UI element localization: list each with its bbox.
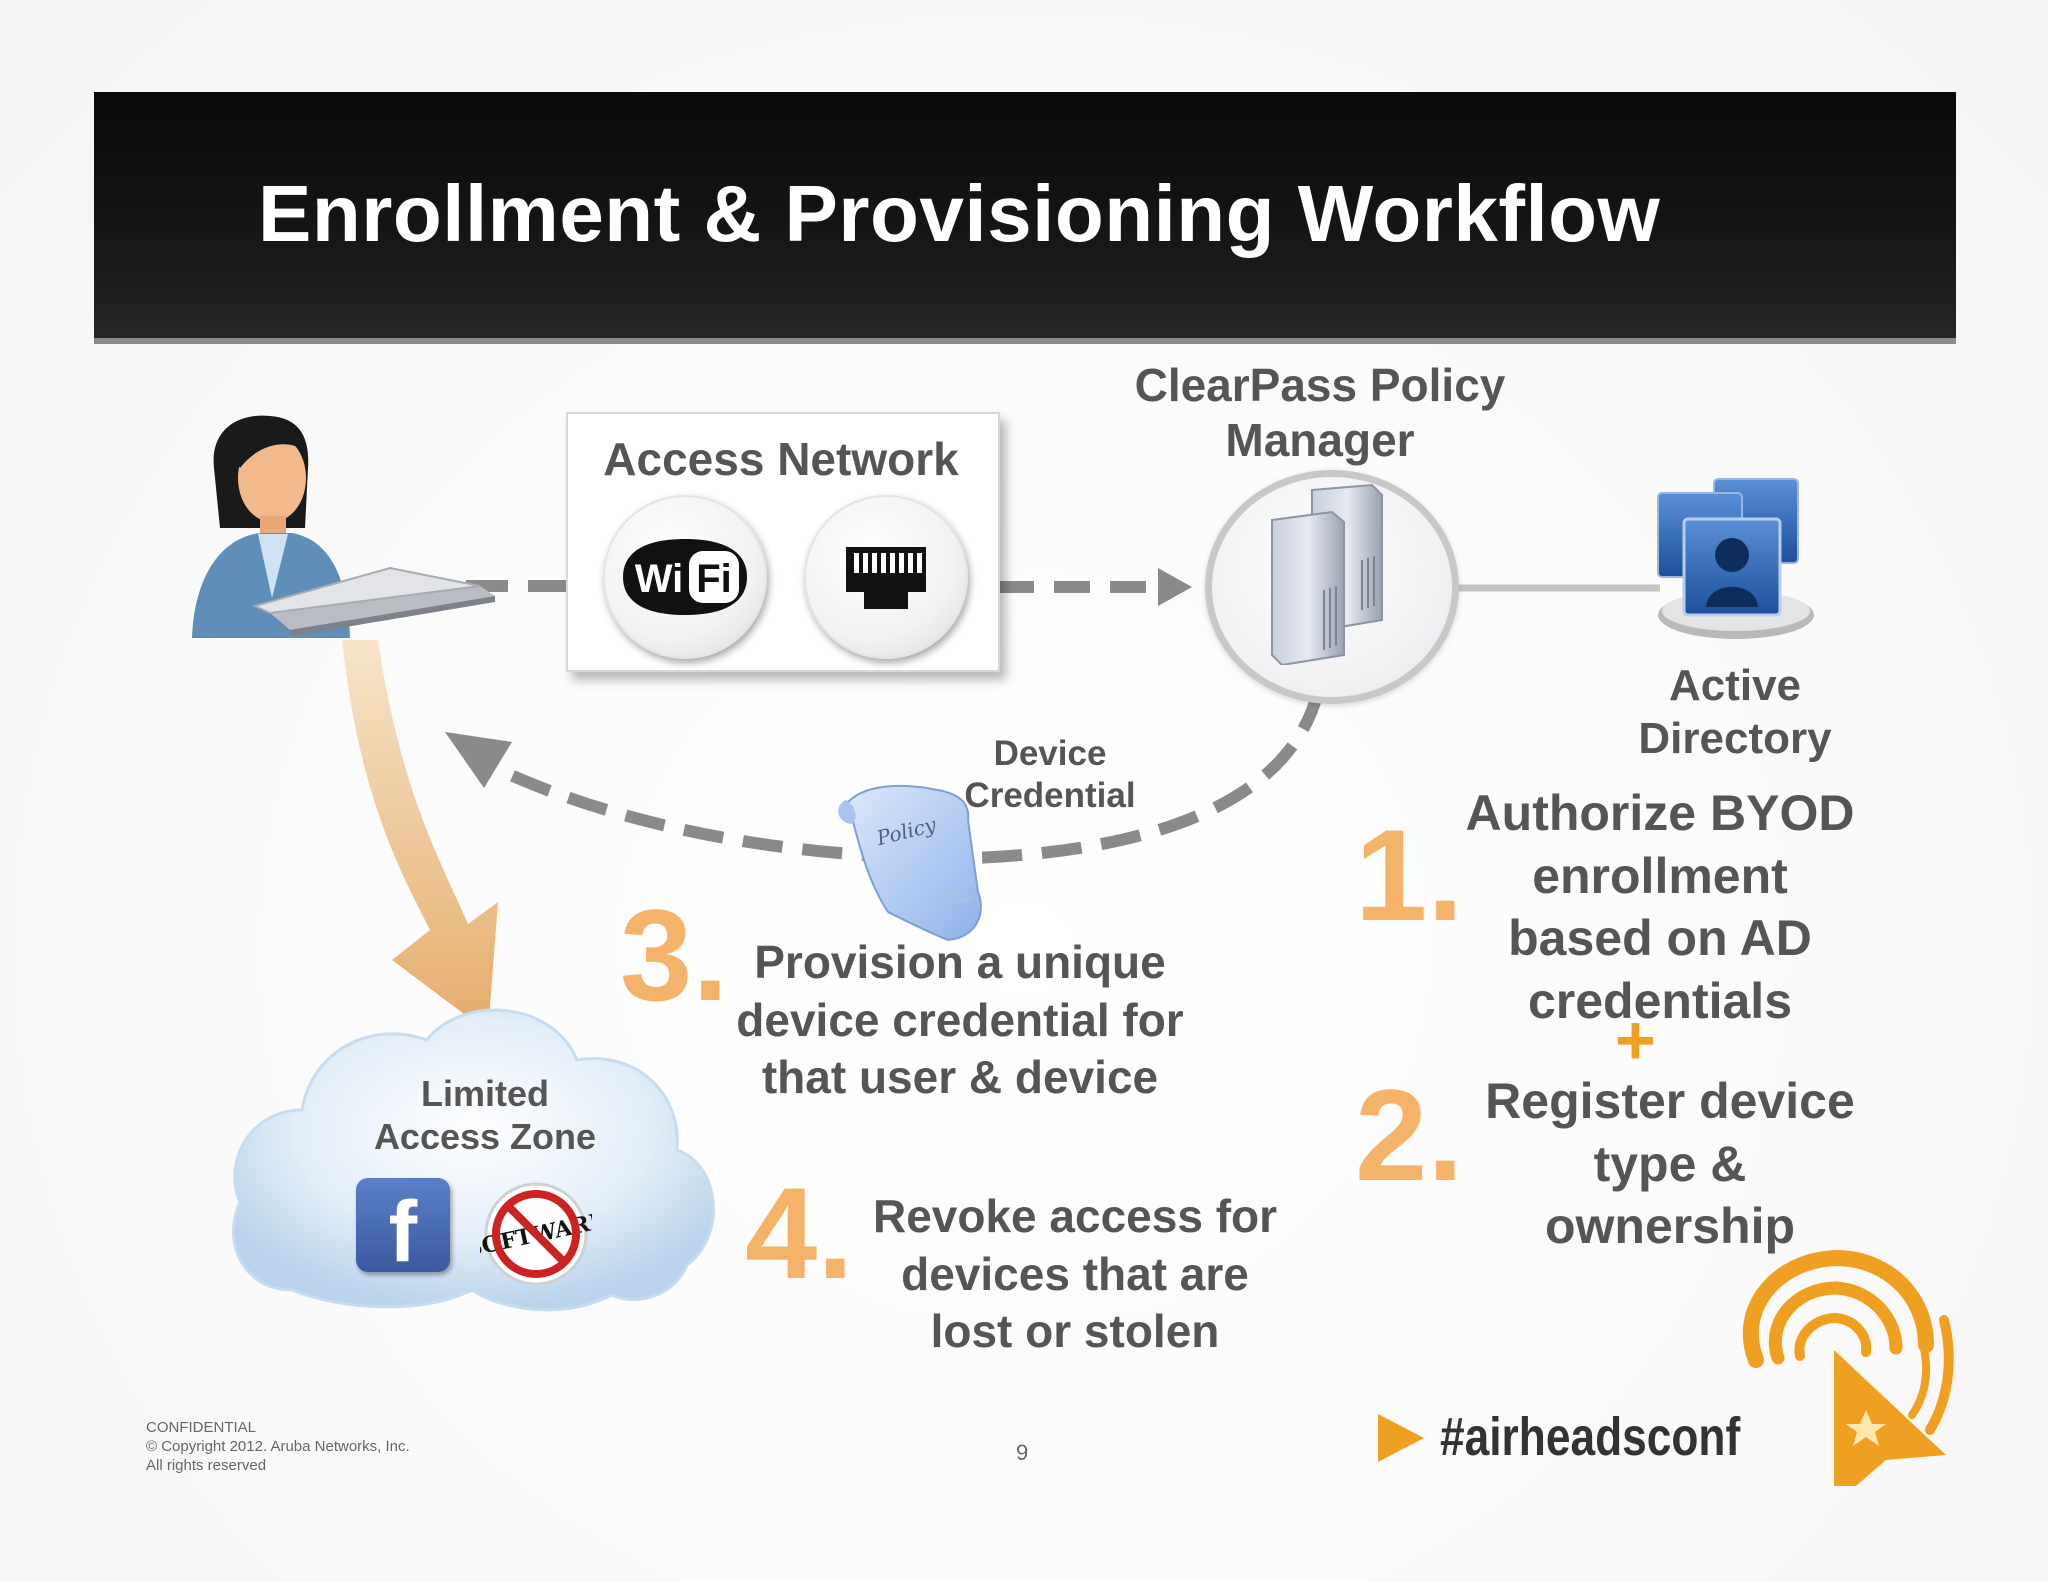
step-4-number: 4. xyxy=(745,1160,854,1306)
svg-text:Wi: Wi xyxy=(635,557,684,601)
device-credential-label: Device Credential xyxy=(940,733,1160,817)
step-3-line: device credential for xyxy=(736,993,1184,1046)
airheads-logo-icon xyxy=(1742,1249,1954,1486)
active-directory-label: Active Directory xyxy=(1585,660,1885,766)
step-4-text: Revoke access for devices that are lost … xyxy=(845,1188,1305,1361)
play-triangle-icon xyxy=(1378,1414,1424,1462)
footer-line3: All rights reserved xyxy=(146,1457,267,1474)
arrowhead-to-user xyxy=(445,732,512,788)
clearpass-label-line2: Manager xyxy=(1225,414,1415,467)
slide-title: Enrollment & Provisioning Workflow xyxy=(258,169,1661,258)
step-3-text: Provision a unique device credential for… xyxy=(720,934,1200,1107)
footer-line1: CONFIDENTIAL xyxy=(146,1419,257,1436)
active-directory-label-line1: Active xyxy=(1668,661,1802,710)
limited-access-zone-label-line1: Limited xyxy=(420,1073,549,1114)
facebook-icon: f xyxy=(356,1178,450,1272)
limited-access-zone-label: Limited Access Zone xyxy=(340,1072,630,1158)
step-1-line: Authorize BYOD xyxy=(1465,785,1855,841)
step-2-text: Register device type & ownership xyxy=(1460,1070,1880,1258)
page-number: 9 xyxy=(1016,1440,1029,1465)
step-2-line: type & xyxy=(1593,1135,1747,1192)
airheads-hashtag: #airheadsconf xyxy=(1440,1407,1741,1467)
device-credential-label-line1: Device xyxy=(993,734,1107,773)
step-4-line: lost or stolen xyxy=(930,1305,1220,1357)
title-bar xyxy=(94,92,1956,344)
step-4-line: devices that are xyxy=(901,1247,1249,1300)
step-1-number: 1. xyxy=(1355,802,1464,948)
clearpass-label-line1: ClearPass Policy xyxy=(1134,359,1506,411)
confidential-footer: CONFIDENTIAL © Copyright 2012. Aruba Net… xyxy=(146,1418,410,1475)
step-3-number: 3. xyxy=(620,882,729,1028)
server-icon xyxy=(1271,483,1383,665)
policy-scroll-icon: Policy xyxy=(838,784,982,942)
active-directory-label-line2: Directory xyxy=(1638,713,1832,763)
no-software-icon: SOFTWARE xyxy=(480,1182,592,1286)
step-1-line: enrollment xyxy=(1532,847,1788,904)
footer-line2: © Copyright 2012. Aruba Networks, Inc. xyxy=(146,1438,410,1455)
plus-sign: + xyxy=(1615,1001,1656,1079)
wifi-icon: Wi Fi xyxy=(603,495,767,659)
limited-access-zone-cloud xyxy=(232,1008,715,1312)
arrowhead-to-clearpass xyxy=(1158,568,1192,606)
step-1-line: based on AD xyxy=(1508,910,1812,966)
step-3-line: that user & device xyxy=(761,1051,1159,1103)
step-2-line: Register device xyxy=(1485,1073,1855,1129)
user-icon xyxy=(192,415,495,638)
step-3-line: Provision a unique xyxy=(754,936,1166,988)
step-2-number: 2. xyxy=(1355,1062,1464,1208)
step-2-line: ownership xyxy=(1544,1198,1796,1254)
step-4-line: Revoke access for xyxy=(872,1190,1278,1242)
step-1-text: Authorize BYOD enrollment based on AD cr… xyxy=(1440,782,1880,1032)
device-credential-label-line2: Credential xyxy=(964,776,1136,815)
access-network-label: Access Network xyxy=(603,433,959,485)
clearpass-label: ClearPass Policy Manager xyxy=(1100,358,1540,468)
orange-arrow-to-limited-zone xyxy=(342,640,498,1032)
limited-access-zone-label-line2: Access Zone xyxy=(373,1116,597,1158)
svg-text:Fi: Fi xyxy=(696,557,732,601)
active-directory-icon xyxy=(1657,478,1814,639)
step-1-line: credentials xyxy=(1527,972,1792,1029)
ethernet-port-icon xyxy=(804,495,968,659)
